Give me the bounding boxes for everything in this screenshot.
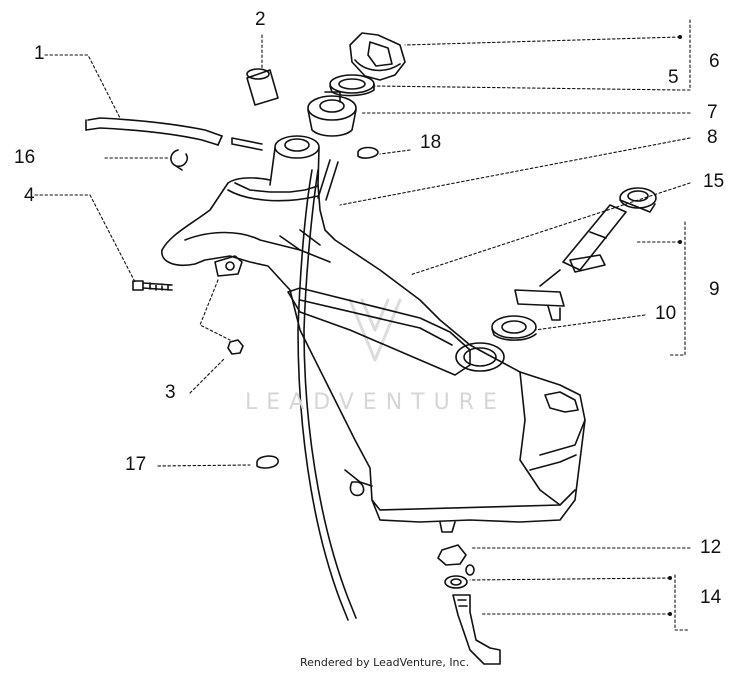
part-4-bolt: [132, 280, 173, 291]
callout-12: 12: [700, 537, 722, 558]
callout-4: 4: [24, 185, 35, 206]
callout-1: 1: [34, 43, 45, 64]
watermark-text: LEADVENTURE: [245, 390, 506, 415]
callout-15: 15: [703, 171, 725, 192]
callout-14: 14: [700, 587, 722, 608]
callout-18: 18: [420, 132, 442, 153]
part-17-clamp: [256, 455, 279, 469]
fuel-tank: [161, 135, 586, 533]
callout-2: 2: [255, 9, 266, 30]
part-16-clip: [170, 149, 189, 171]
callout-10: 10: [655, 303, 677, 324]
part-6-fuel-cap: [349, 32, 406, 81]
part-2-bushing: [246, 68, 279, 106]
part-3-nut: [227, 339, 244, 355]
part-1-hose: [85, 117, 263, 151]
part-7-filler-adapter: [307, 91, 357, 137]
callout-3: 3: [165, 382, 176, 403]
callout-5: 5: [668, 67, 679, 88]
callout-7: 7: [707, 102, 718, 123]
part-14-valve: [444, 575, 501, 665]
part-10-gasket: [491, 315, 537, 341]
arrow-dots: [668, 35, 682, 616]
part-12-fitting: [437, 544, 475, 576]
callout-16: 16: [14, 147, 36, 168]
leader-lines: [34, 19, 691, 631]
render-credit: Rendered by LeadVenture, Inc.: [300, 656, 470, 669]
vent-tube: [297, 159, 357, 621]
watermark-logo: [348, 298, 402, 362]
part-9-fuel-pump: [514, 187, 657, 321]
mounting-bracket: [214, 255, 243, 277]
callout-9: 9: [709, 279, 720, 300]
callout-8: 8: [707, 127, 718, 148]
callout-6: 6: [709, 51, 720, 72]
part-18-clamp: [357, 146, 379, 159]
callout-17: 17: [125, 454, 147, 475]
